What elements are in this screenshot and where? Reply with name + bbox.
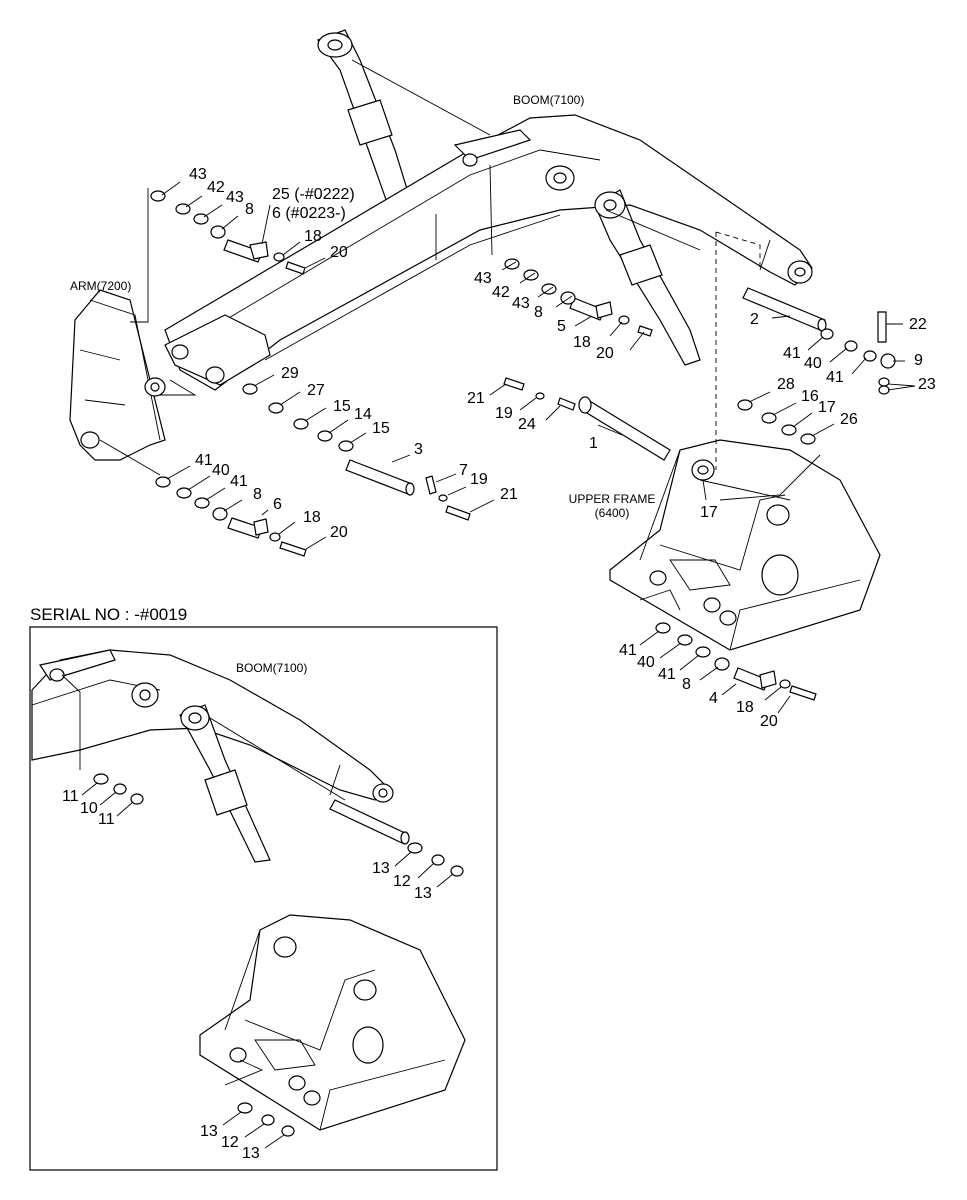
callout-42: 42 (207, 179, 225, 196)
pin-3 (345, 459, 415, 496)
callout-8: 8 (253, 486, 262, 503)
callout-41: 41 (783, 345, 801, 362)
upper-frame-code: (6400) (594, 505, 630, 520)
boom-body (164, 114, 813, 391)
inset-callout-11: 11 (98, 811, 115, 828)
callout-20: 20 (596, 345, 614, 362)
callout-40: 40 (212, 462, 230, 479)
callout-1: 1 (589, 435, 598, 452)
callout-41: 41 (195, 452, 213, 469)
callout-41: 41 (826, 369, 844, 386)
callout-26: 26 (840, 411, 858, 428)
callout-18: 18 (303, 509, 321, 526)
inset-callout-11: 11 (62, 788, 79, 805)
callout-18: 18 (736, 699, 754, 716)
callout-27: 27 (307, 382, 325, 399)
callout-43: 43 (226, 189, 244, 206)
pin-5 (569, 297, 613, 321)
washers (150, 190, 896, 689)
boom-cylinder-upper (317, 29, 416, 226)
callout-23: 23 (918, 376, 936, 393)
inset-callout-12: 12 (221, 1134, 239, 1151)
inset-pin (209, 717, 410, 845)
leader-lines (99, 59, 916, 714)
callout-8: 8 (534, 304, 543, 321)
callout-8: 8 (245, 201, 254, 218)
callout-20: 20 (330, 524, 348, 541)
callout-21: 21 (467, 390, 485, 407)
arm-part (69, 289, 166, 461)
callout-18: 18 (573, 334, 591, 351)
callout-41: 41 (658, 666, 676, 683)
callout-15: 15 (372, 420, 390, 437)
bolts (279, 261, 887, 701)
arm-title: ARM(7200) (70, 279, 132, 293)
inset-callout-13: 13 (242, 1145, 260, 1162)
callout-43: 43 (189, 166, 207, 183)
callout-25: 25 (-#0222) (272, 186, 355, 203)
plate-7 (425, 475, 437, 495)
callout-22: 22 (909, 316, 927, 333)
upper-frame-title: UPPER FRAME (6400) (557, 492, 667, 521)
inset-frame (29, 626, 498, 1171)
callout-40: 40 (804, 355, 822, 372)
callout-20: 20 (330, 244, 348, 261)
boom-foot (164, 314, 271, 386)
inset-boom-cylinder (179, 704, 271, 863)
callout-14: 14 (354, 406, 372, 423)
callout-41: 41 (619, 642, 637, 659)
serial-note: SERIAL NO : -#0019 (30, 605, 188, 624)
callout-42: 42 (492, 284, 510, 301)
callout-7: 7 (459, 462, 468, 479)
callout-28: 28 (777, 376, 795, 393)
callout-2: 2 (750, 311, 759, 328)
upper-frame-label: UPPER FRAME (568, 492, 656, 506)
pin-1 (578, 396, 671, 461)
boom-title: BOOM(7100) (513, 93, 585, 107)
upper-frame-part (609, 439, 881, 651)
callout-43: 43 (512, 295, 530, 312)
callout-17: 17 (818, 399, 836, 416)
inset-callout-13: 13 (200, 1123, 218, 1140)
callout-24: 24 (518, 416, 536, 433)
inset-leader-lines (61, 674, 454, 1149)
callout-21: 21 (500, 486, 518, 503)
callout-3: 3 (414, 441, 423, 458)
pin-6-lower (227, 517, 269, 539)
callout-20: 20 (760, 713, 778, 730)
callout-4: 4 (709, 690, 718, 707)
callout-40: 40 (637, 654, 655, 671)
callout-5: 5 (557, 318, 566, 335)
callout-16: 16 (801, 388, 819, 405)
inset-callout-13: 13 (414, 885, 432, 902)
callout-9: 9 (914, 352, 923, 369)
inset-callout-10: 10 (80, 800, 98, 817)
callout-43: 43 (474, 270, 492, 287)
callout-17: 17 (700, 504, 718, 521)
callout-6: 6 (#0223-) (272, 205, 346, 222)
callout-6: 6 (273, 496, 282, 513)
inset-washers (93, 773, 464, 1137)
callout-18: 18 (304, 228, 322, 245)
inset-boom-title: BOOM(7100) (236, 661, 308, 675)
callout-29: 29 (281, 365, 299, 382)
pin-4 (733, 667, 777, 691)
pin-6-upper (223, 239, 269, 263)
callout-8: 8 (682, 676, 691, 693)
pin-2 (742, 287, 827, 332)
callout-19: 19 (470, 471, 488, 488)
callout-41: 41 (230, 473, 248, 490)
callout-15: 15 (333, 398, 351, 415)
inset-upper-frame (199, 914, 466, 1131)
callout-19: 19 (495, 405, 513, 422)
inset-callout-13: 13 (372, 860, 390, 877)
boom-cylinder-lower (594, 189, 701, 366)
inset-callout-12: 12 (393, 873, 411, 890)
